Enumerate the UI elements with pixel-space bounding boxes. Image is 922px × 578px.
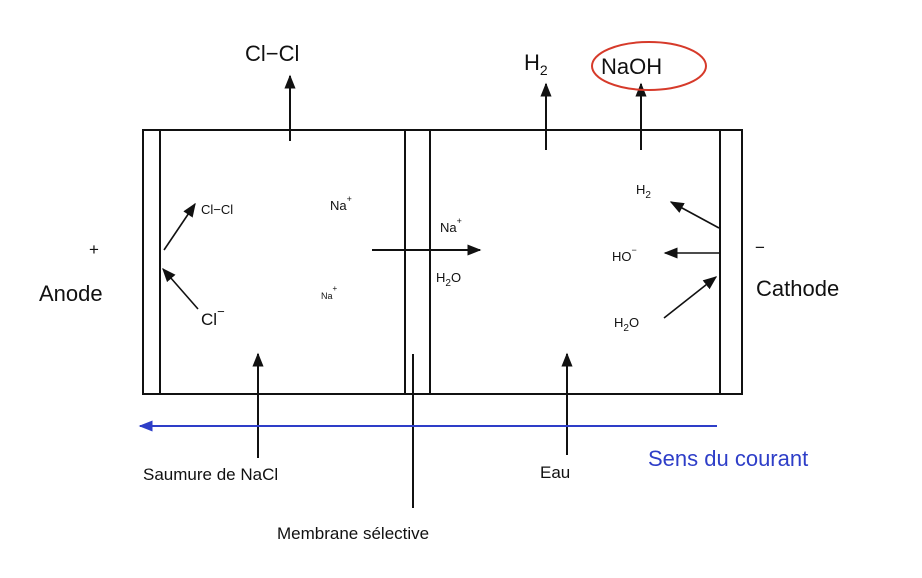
hydroxide-symbol: HO — [612, 249, 632, 264]
cathode-h2-label: H2 — [636, 182, 651, 201]
h2-formation-arrow — [669, 201, 720, 229]
water-reduction-arrow — [663, 276, 718, 319]
chloride-symbol: Cl — [201, 310, 217, 329]
membrane-label: Membrane sélective — [277, 524, 429, 543]
current-direction-label: Sens du courant — [648, 446, 808, 471]
hydroxide-charge: − — [632, 245, 637, 255]
chlorine-output-label: Cl−Cl — [245, 41, 299, 66]
sodium-ion-bottom-label: Na+ — [321, 284, 338, 301]
cathode-label: Cathode — [756, 276, 839, 301]
hydrogen-symbol: H — [524, 50, 540, 75]
hydrogen-subscript: 2 — [540, 62, 548, 78]
membrane-water-o: O — [451, 270, 461, 285]
hydrogen-output-label: H2 — [524, 50, 548, 78]
sodium-ion-top-label: Na+ — [330, 194, 352, 213]
cathode-h2-subscript: 2 — [645, 190, 651, 201]
membrane-sodium-label: Na+ — [440, 216, 462, 235]
sodium-charge-top: + — [347, 194, 352, 204]
membrane-sodium-symbol: Na — [440, 220, 457, 235]
cl2-formation-arrow — [163, 202, 196, 251]
cathode-water-sub: 2 — [623, 323, 629, 334]
water-input-label: Eau — [540, 463, 570, 482]
anode-cl2-label: Cl−Cl — [201, 202, 233, 217]
anode-label: Anode — [39, 281, 103, 306]
cell-outline — [142, 129, 743, 395]
naoh-highlight-circle — [591, 41, 707, 91]
membrane-sodium-charge: + — [457, 216, 462, 226]
brine-input-label: Saumure de NaCl — [143, 465, 278, 484]
sodium-symbol-bottom: Na — [321, 291, 333, 301]
cathode-h2-symbol: H — [636, 182, 645, 197]
membrane-water-label: H2O — [436, 270, 461, 289]
naoh-output-label: NaOH — [601, 54, 662, 79]
chloride-ion-label: Cl− — [201, 304, 225, 329]
cathode-water-h: H — [614, 315, 623, 330]
sodium-charge-bottom: + — [333, 284, 338, 293]
cathode-water-o: O — [629, 315, 639, 330]
chloride-migration-arrow — [162, 267, 199, 310]
cell-body — [142, 129, 743, 395]
chloride-charge: − — [217, 304, 225, 319]
hydroxide-ion-label: HO− — [612, 245, 637, 264]
sodium-symbol-top: Na — [330, 198, 347, 213]
membrane-water-h: H — [436, 270, 445, 285]
anode-sign: + — [89, 240, 99, 259]
cathode-sign: − — [755, 238, 765, 257]
membrane-water-sub: 2 — [445, 278, 451, 289]
cathode-water-label: H2O — [614, 315, 639, 334]
